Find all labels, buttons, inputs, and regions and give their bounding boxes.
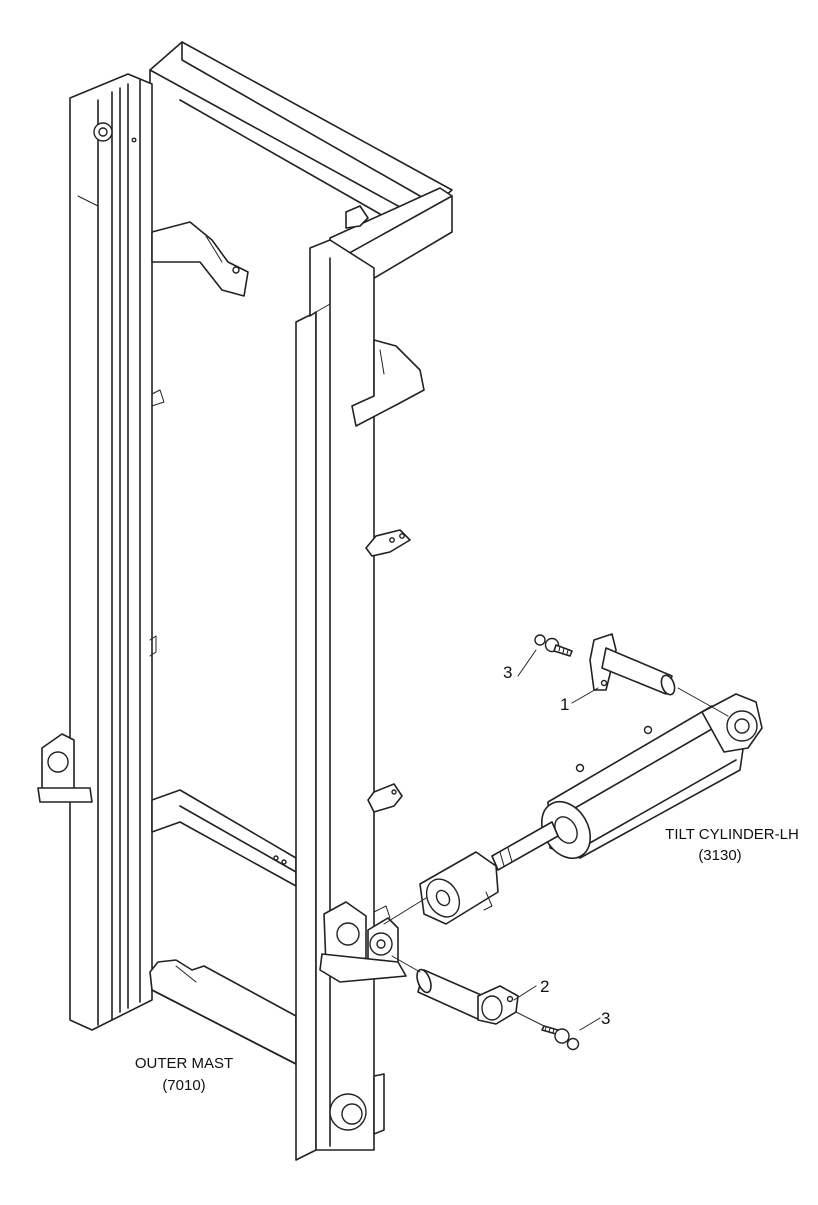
outer-mast-name: OUTER MAST [135, 1055, 233, 1072]
cylinder-rod-eye [419, 851, 499, 925]
tilt-cylinder-code: (3130) [698, 847, 741, 864]
cylinder-rear-eye [701, 693, 763, 753]
callout-number-bolt-lower: 3 [601, 1009, 610, 1028]
outer-mast [37, 41, 453, 1161]
tilt-cylinder [419, 693, 763, 925]
tilt-cylinder-name: TILT CYLINDER-LH [665, 826, 799, 843]
lower-pin [416, 968, 519, 1025]
mast-bottom-cross-member [149, 959, 297, 1065]
callout-number-bolt-upper: 3 [503, 663, 512, 682]
mast-cylinder-anchor-bracket [319, 901, 407, 983]
mast-left-tilt-bracket [37, 733, 93, 803]
upper-bolt [534, 634, 573, 657]
mast-bottom-roller [329, 1073, 385, 1135]
callout-number-pin-lower: 2 [540, 977, 549, 996]
outer-mast-code: (7010) [162, 1077, 205, 1094]
mast-right-channel [295, 239, 375, 1161]
upper-pin [589, 633, 676, 696]
lower-bolt [541, 1025, 580, 1051]
callout-number-pin-upper: 1 [560, 695, 569, 714]
mast-upper-cross-member [151, 221, 249, 297]
mast-left-channel [69, 73, 153, 1031]
mast-right-brackets [345, 205, 425, 813]
leader-lines [383, 649, 729, 1031]
mast-lower-cross-member [151, 789, 297, 887]
